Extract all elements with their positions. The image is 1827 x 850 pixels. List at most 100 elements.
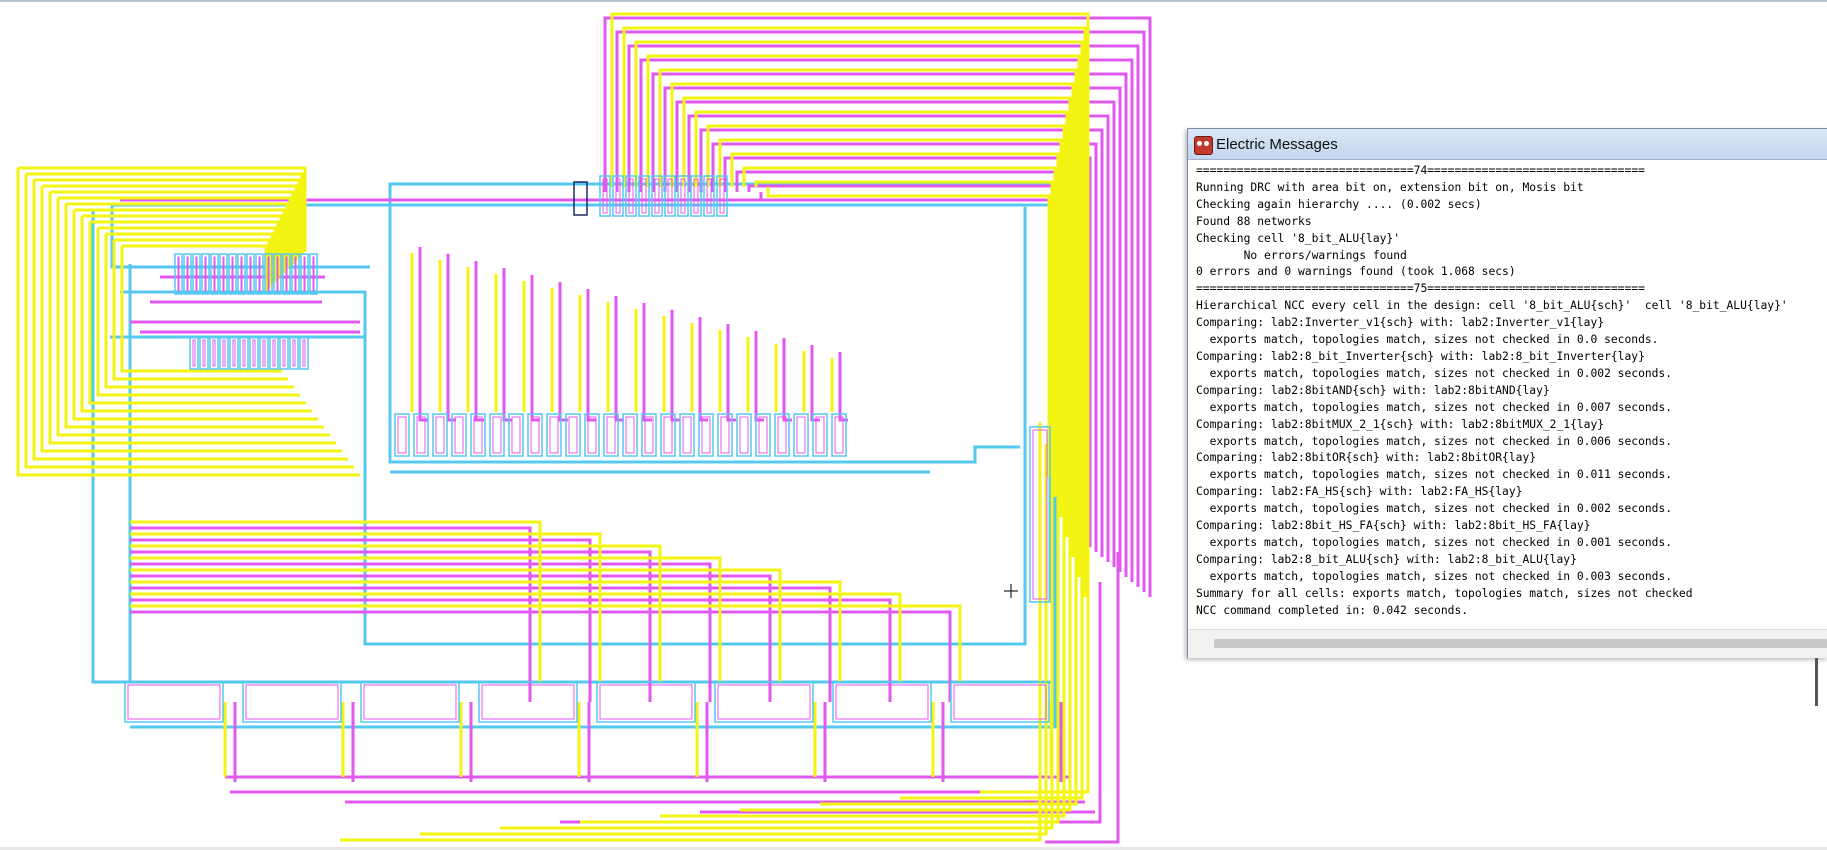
- mux-cell[interactable]: [432, 413, 448, 457]
- poly-wires: [16, 12, 1090, 842]
- mux-cell[interactable]: [565, 413, 581, 457]
- and-cell[interactable]: [309, 253, 318, 295]
- cell-instances[interactable]: [124, 175, 1051, 723]
- and-cell[interactable]: [210, 253, 219, 295]
- message-line: ================================74======…: [1196, 164, 1645, 177]
- wire: [130, 568, 782, 682]
- and-cell[interactable]: [282, 253, 291, 295]
- mux-cell[interactable]: [660, 413, 676, 457]
- or-cell[interactable]: [279, 336, 289, 370]
- and-cell[interactable]: [237, 253, 246, 295]
- selected-instance-box[interactable]: [573, 181, 588, 216]
- or-cell[interactable]: [269, 336, 279, 370]
- and-cell[interactable]: [300, 253, 309, 295]
- electric-app-icon: [1194, 136, 1213, 155]
- or-cell[interactable]: [249, 336, 259, 370]
- message-line: Comparing: lab2:8bitOR{sch} with: lab2:8…: [1196, 451, 1537, 465]
- or-cell[interactable]: [219, 336, 229, 370]
- wire: [40, 186, 342, 453]
- full-adder-cell[interactable]: [360, 681, 460, 723]
- mux-cell[interactable]: [584, 413, 600, 457]
- mux-cell[interactable]: [603, 413, 619, 457]
- and-cell[interactable]: [174, 253, 183, 295]
- mux-cell[interactable]: [394, 413, 410, 457]
- mux-cell[interactable]: [793, 413, 809, 457]
- inverter-cell-inner: [693, 178, 699, 214]
- and-cell[interactable]: [246, 253, 255, 295]
- messages-log[interactable]: ================================74======…: [1196, 163, 1824, 629]
- wire: [603, 16, 1152, 597]
- mux-cell[interactable]: [470, 413, 486, 457]
- and-cell-inner: [276, 256, 279, 292]
- and-cell[interactable]: [273, 253, 282, 295]
- inverter-cell[interactable]: [599, 175, 611, 217]
- inverter-cell[interactable]: [690, 175, 702, 217]
- mux-cell[interactable]: [546, 413, 562, 457]
- horizontal-scrollbar-thumb[interactable]: [1214, 639, 1827, 648]
- and-cell[interactable]: [192, 253, 201, 295]
- mux-cell[interactable]: [527, 413, 543, 457]
- full-adder-cell[interactable]: [950, 681, 1050, 723]
- mux-cell[interactable]: [774, 413, 790, 457]
- mux-cell[interactable]: [755, 413, 771, 457]
- or-cell[interactable]: [289, 336, 299, 370]
- vertical-scrollbar-thumb[interactable]: [1815, 658, 1818, 706]
- inverter-cell[interactable]: [677, 175, 689, 217]
- output-column[interactable]: [1029, 426, 1051, 603]
- mux-cell[interactable]: [508, 413, 524, 457]
- and-cell[interactable]: [291, 253, 300, 295]
- full-adder-cell[interactable]: [832, 681, 932, 723]
- inverter-cell[interactable]: [651, 175, 663, 217]
- full-adder-cell[interactable]: [124, 681, 224, 723]
- window-top-border: [0, 0, 1827, 2]
- electric-messages-window[interactable]: Electric Messages ======================…: [1187, 128, 1827, 658]
- mux-cell[interactable]: [451, 413, 467, 457]
- full-adder-cell[interactable]: [478, 681, 578, 723]
- full-adder-cell[interactable]: [714, 681, 814, 723]
- inverter-cell[interactable]: [625, 175, 637, 217]
- mux-cell[interactable]: [489, 413, 505, 457]
- mux-cell-inner: [682, 416, 692, 454]
- or-cell[interactable]: [189, 336, 199, 370]
- mux-cell[interactable]: [812, 413, 828, 457]
- mux-cell[interactable]: [679, 413, 695, 457]
- wire: [614, 296, 624, 422]
- message-line: ================================75======…: [1196, 282, 1645, 296]
- inverter-cell[interactable]: [612, 175, 624, 217]
- or-cell[interactable]: [199, 336, 209, 370]
- messages-titlebar[interactable]: Electric Messages: [1188, 129, 1827, 160]
- wire: [642, 303, 652, 422]
- or-cell[interactable]: [229, 336, 239, 370]
- mux-cell[interactable]: [622, 413, 638, 457]
- full-adder-cell[interactable]: [596, 681, 696, 723]
- wire: [130, 574, 772, 702]
- mux-cell[interactable]: [831, 413, 847, 457]
- or-cell[interactable]: [209, 336, 219, 370]
- wire: [558, 282, 568, 422]
- mux-cell[interactable]: [717, 413, 733, 457]
- mux-cell[interactable]: [641, 413, 657, 457]
- and-cell[interactable]: [219, 253, 228, 295]
- or-cell[interactable]: [299, 336, 309, 370]
- and-cell[interactable]: [264, 253, 273, 295]
- mux-cell[interactable]: [736, 413, 752, 457]
- messages-window-title: Electric Messages: [1216, 136, 1338, 153]
- wire: [26, 172, 304, 255]
- and-cell[interactable]: [201, 253, 210, 295]
- and-cell-inner: [177, 256, 180, 292]
- inverter-cell[interactable]: [638, 175, 650, 217]
- and-cell[interactable]: [183, 253, 192, 295]
- and-cell[interactable]: [255, 253, 264, 295]
- inverter-cell[interactable]: [716, 175, 728, 217]
- and-cell[interactable]: [228, 253, 237, 295]
- inverter-cell[interactable]: [703, 175, 715, 217]
- full-adder-cell[interactable]: [242, 681, 342, 723]
- or-cell[interactable]: [259, 336, 269, 370]
- inverter-cell[interactable]: [664, 175, 676, 217]
- or-cell[interactable]: [239, 336, 249, 370]
- wire: [711, 142, 1098, 552]
- mux-cell[interactable]: [413, 413, 429, 457]
- wire: [726, 324, 736, 422]
- mux-cell[interactable]: [698, 413, 714, 457]
